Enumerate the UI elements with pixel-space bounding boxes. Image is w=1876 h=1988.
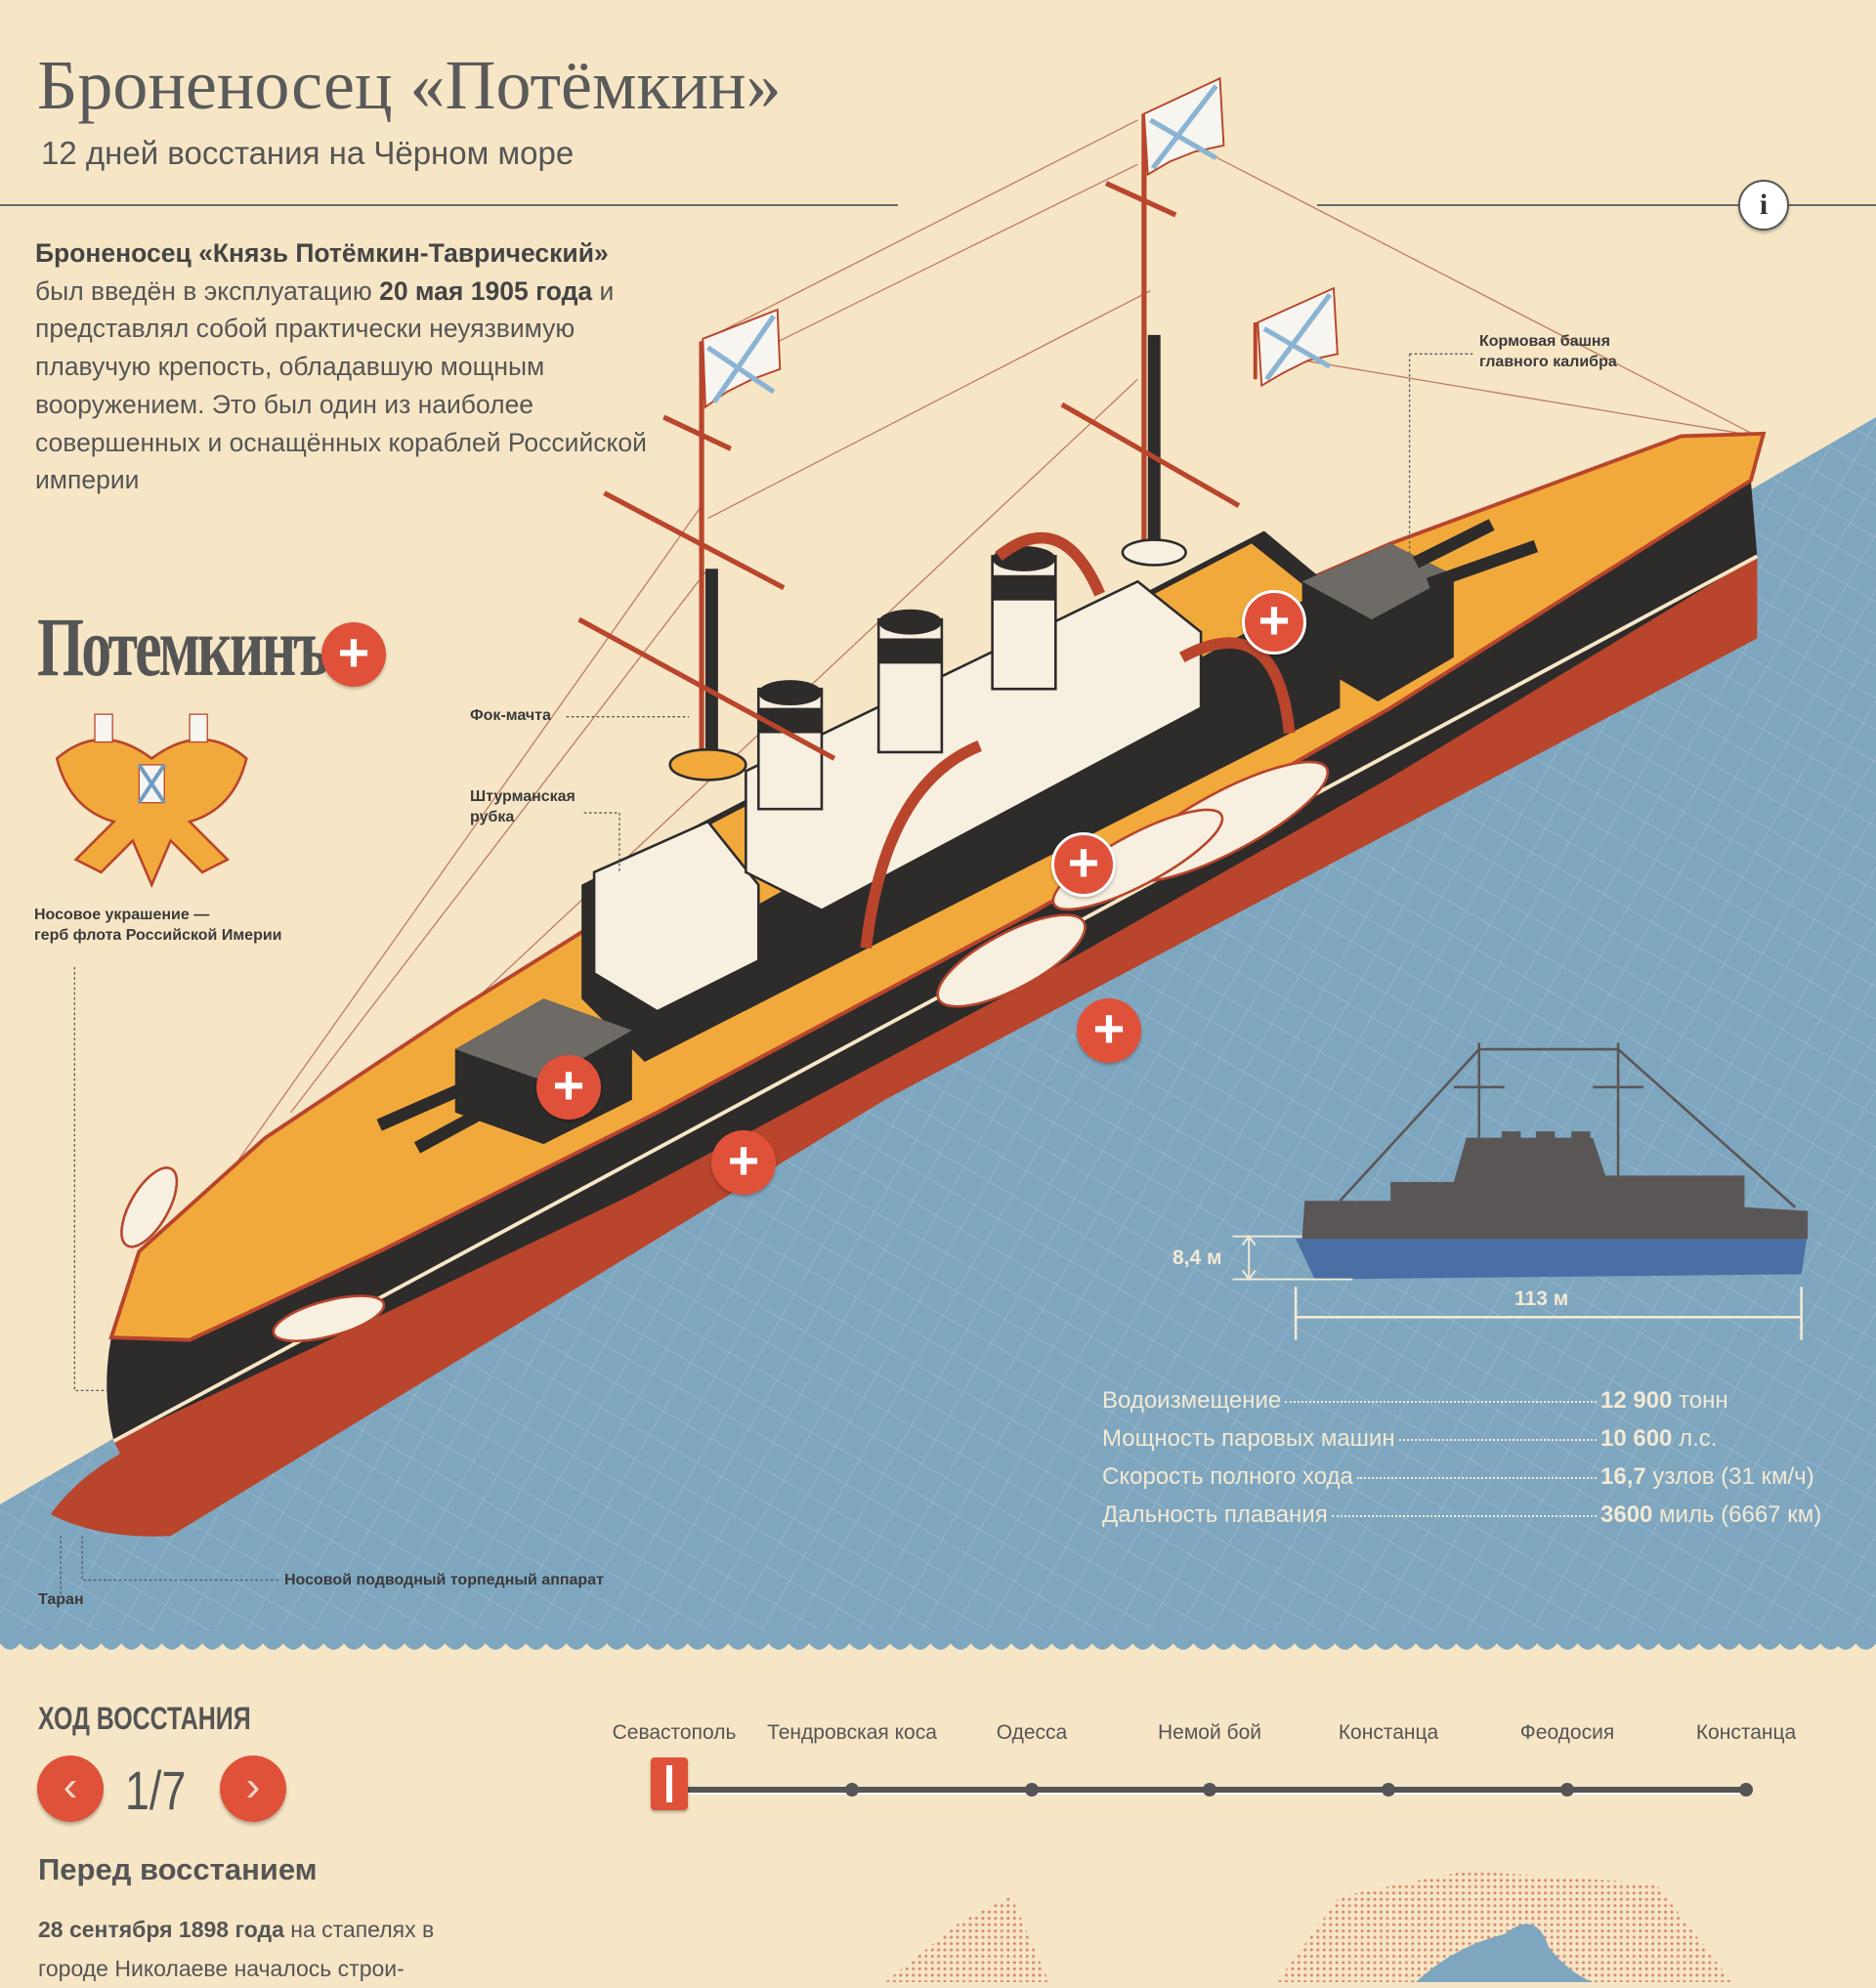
timeline-label[interactable]: Севастополь: [612, 1721, 737, 1744]
step-date: 28 сентября 1898 года: [38, 1917, 284, 1942]
map-sea: [1416, 1924, 1594, 1982]
aft-turret: [1301, 519, 1539, 702]
label-aft-turret: Кормовая башня главного калибра: [1479, 331, 1617, 372]
spec-row: Дальность плавания 3600 миль (6667 км): [1102, 1502, 1845, 1529]
map-land: [884, 1896, 1049, 1982]
spec-value: 10 600 л.с.: [1600, 1425, 1718, 1452]
prev-step-button[interactable]: ‹: [37, 1755, 104, 1822]
spec-label: Мощность паровых машин: [1102, 1425, 1395, 1452]
spec-value: 3600 миль (6667 км): [1600, 1502, 1822, 1528]
sea-wave-edge: [0, 1630, 1876, 1650]
timeline-label[interactable]: Констанца: [1338, 1721, 1439, 1744]
spec-label: Водоизмещение: [1102, 1387, 1282, 1414]
masts: [577, 113, 1258, 782]
timeline-stop[interactable]: [1560, 1783, 1574, 1797]
timeline-stop[interactable]: [1382, 1783, 1395, 1797]
hull-side: [107, 480, 1758, 1442]
label-emblem-line2: герб флота Российской Имерии: [34, 927, 282, 944]
hotspot-fore-turret[interactable]: +: [536, 1055, 601, 1120]
draft-dimension: 8,4 м: [1172, 1247, 1222, 1269]
timeline-section-title: ХОД ВОССТАНИЯ: [38, 1701, 251, 1736]
intro-text-1: был введён в эксплуатацию: [35, 275, 380, 306]
intro-text-2: и представлял собой практически неуязвим…: [35, 275, 647, 495]
spec-leader: [1331, 1515, 1597, 1517]
spec-leader: [1398, 1439, 1597, 1441]
label-bridge-line1: Штурманская: [470, 788, 576, 805]
hotspot-aft-deck[interactable]: +: [1242, 590, 1306, 655]
waterline-stripe: [112, 554, 1759, 1443]
step-counter: 1/7: [125, 1759, 187, 1821]
spec-leader: [1356, 1477, 1597, 1479]
intro-paragraph: Броненосец «Князь Потёмкин-Таврический» …: [35, 234, 661, 499]
hotspot-boats[interactable]: +: [1051, 832, 1116, 897]
label-aft-turret-line1: Кормовая башня: [1479, 333, 1610, 350]
step-title: Перед восстанием: [38, 1852, 318, 1886]
timeline-label[interactable]: Феодосия: [1519, 1721, 1615, 1744]
label-bridge-line2: рубка: [470, 809, 515, 825]
timeline-stop[interactable]: [1025, 1783, 1039, 1797]
spec-row: Водоизмещение 12 900 тонн: [1102, 1387, 1845, 1415]
spec-row: Скорость полного хода 16,7 узлов (31 км/ч…: [1102, 1463, 1845, 1491]
label-bridge: Штурманская рубка: [470, 786, 576, 827]
logo-expand-button[interactable]: +: [321, 622, 386, 687]
spec-leader: [1285, 1401, 1597, 1403]
ship-name-logo: Потемкинъ: [37, 600, 328, 694]
spec-value: 16,7 узлов (31 км/ч): [1600, 1463, 1814, 1490]
step-body: на стапелях в городе Николаеве началось …: [38, 1917, 435, 1981]
info-button[interactable]: i: [1738, 180, 1789, 231]
timeline-label[interactable]: Немой бой: [1158, 1721, 1261, 1744]
intro-date: 20 мая 1905 года: [379, 275, 593, 306]
timeline-slider-handle[interactable]: [651, 1757, 688, 1810]
imperial-eagle-emblem: [55, 713, 248, 889]
label-ram: Таран: [38, 1591, 84, 1608]
label-torpedo-tube: Носовой подводный торпедный аппарат: [284, 1572, 604, 1588]
page-subtitle: 12 дней восстания на Чёрном море: [41, 135, 575, 171]
step-text: 28 сентября 1898 года на стапелях в горо…: [38, 1910, 497, 1988]
timeline-label[interactable]: Констанца: [1695, 1721, 1797, 1744]
timeline-label[interactable]: Тендровская коса: [767, 1721, 937, 1744]
length-dimension: 113 м: [1514, 1288, 1569, 1310]
next-step-button[interactable]: ›: [220, 1755, 286, 1822]
timeline-label[interactable]: Одесса: [996, 1721, 1068, 1744]
spec-row: Мощность паровых машин 10 600 л.с.: [1102, 1425, 1845, 1453]
label-emblem-line1: Носовое украшение —: [34, 907, 210, 923]
label-emblem: Носовое украшение — герб флота Российской…: [34, 905, 282, 946]
ship-silhouette: [1232, 1042, 1809, 1340]
timeline-stop[interactable]: [1203, 1783, 1216, 1797]
spec-label: Дальность плавания: [1102, 1502, 1328, 1528]
timeline-stop[interactable]: [1739, 1783, 1753, 1797]
intro-ship-name: Броненосец «Князь Потёмкин-Таврический»: [35, 238, 609, 268]
header-divider-left: [0, 204, 898, 206]
hotspot-hull-mid[interactable]: +: [1077, 998, 1141, 1063]
funnels: [756, 546, 1057, 811]
hotspot-hull-fore[interactable]: +: [711, 1130, 776, 1195]
label-foremast: Фок-мачта: [470, 707, 551, 724]
timeline-stop[interactable]: [845, 1783, 859, 1797]
header-divider-right: [1317, 204, 1876, 206]
page-title: Броненосец «Потёмкин»: [37, 46, 782, 124]
label-aft-turret-line2: главного калибра: [1479, 354, 1617, 370]
spec-label: Скорость полного хода: [1102, 1463, 1353, 1490]
spec-value: 12 900 тонн: [1600, 1387, 1728, 1414]
